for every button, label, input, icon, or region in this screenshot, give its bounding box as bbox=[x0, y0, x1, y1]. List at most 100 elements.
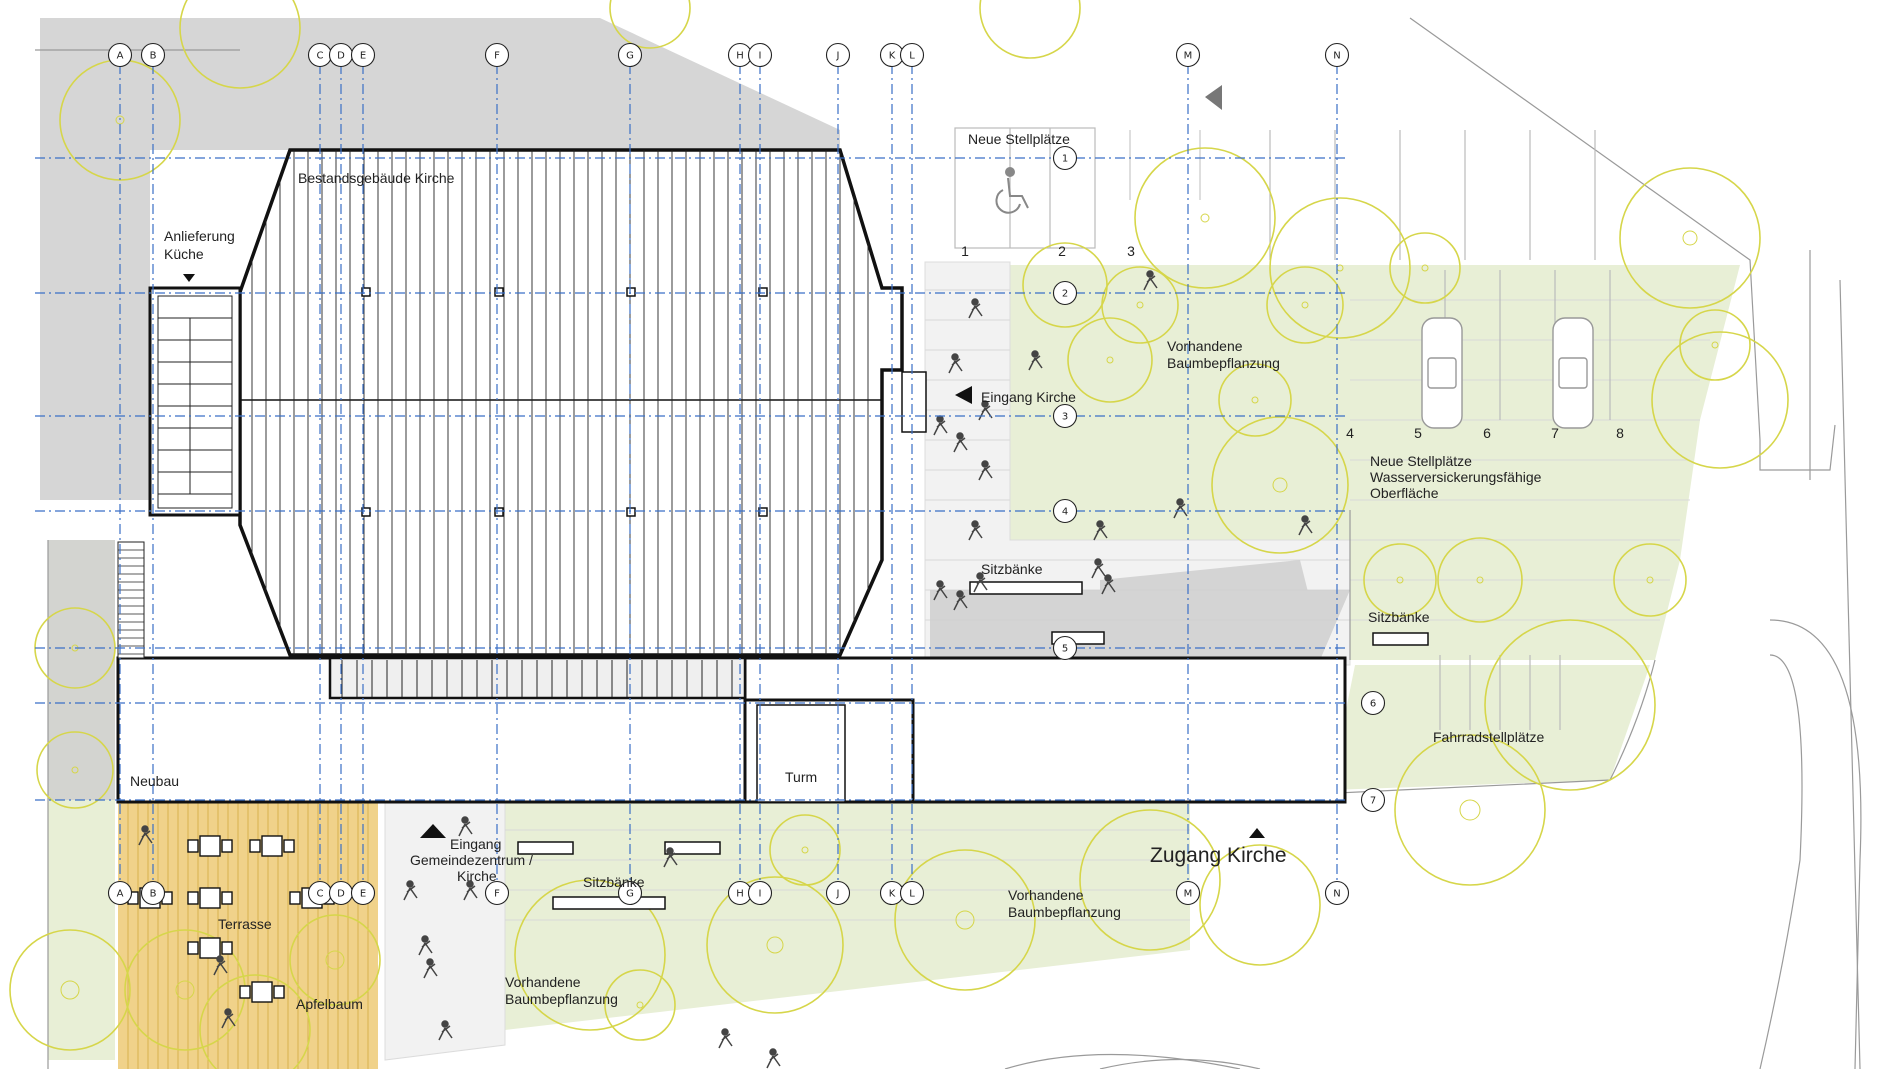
parking-number: 1 bbox=[961, 243, 969, 259]
tree bbox=[1363, 543, 1437, 617]
grid-bubble bbox=[140, 42, 166, 68]
pedestrian-icon bbox=[953, 590, 968, 611]
pedestrian-icon bbox=[953, 432, 968, 453]
label-neubau: Neubau bbox=[130, 773, 180, 789]
grid-bubble bbox=[617, 42, 643, 68]
pedestrian-icon bbox=[973, 572, 988, 593]
pedestrian-icon bbox=[458, 816, 473, 837]
tree bbox=[706, 876, 844, 1014]
accessible-parking-icon bbox=[995, 167, 1029, 214]
label-baumbepflanzung-2: Baumbepflanzung bbox=[1008, 904, 1121, 920]
table-chairs-icon bbox=[187, 937, 233, 959]
tree bbox=[289, 914, 381, 1006]
road-south-2 bbox=[1099, 1058, 1261, 1069]
paving-hatch bbox=[505, 289, 1720, 921]
neubau-east bbox=[743, 656, 1347, 804]
grid-bubble-label: K bbox=[889, 889, 896, 900]
arrow-left-icon bbox=[1205, 85, 1222, 110]
tree bbox=[1394, 734, 1546, 886]
pedestrian-icon bbox=[766, 1048, 781, 1069]
grid-bubble bbox=[1052, 635, 1078, 661]
grid-bubble-label: L bbox=[909, 889, 915, 900]
pedestrian-icon bbox=[948, 353, 963, 374]
grid-bubble-label: N bbox=[1333, 51, 1340, 62]
label-bestandsgebaeude: Bestandsgebäude Kirche bbox=[298, 170, 455, 186]
shadow-center bbox=[1100, 560, 1320, 640]
tree bbox=[1613, 543, 1687, 617]
boundary-east bbox=[1809, 250, 1861, 1069]
tree bbox=[179, 0, 301, 89]
grass-east-strip bbox=[1330, 665, 1650, 790]
bench bbox=[1372, 632, 1429, 646]
grid-bubble-label: M bbox=[1184, 51, 1193, 62]
grid-bubble bbox=[1052, 498, 1078, 524]
table-chairs-icon bbox=[187, 835, 233, 857]
trees bbox=[9, 0, 1789, 1069]
grid-bubble-label: D bbox=[337, 51, 345, 62]
grid-bubble bbox=[350, 880, 376, 906]
grid-bubble-label: I bbox=[759, 889, 762, 900]
grid-bubble bbox=[617, 880, 643, 906]
grid-bubble bbox=[899, 42, 925, 68]
grid-bubble bbox=[107, 42, 133, 68]
car-icon bbox=[1552, 317, 1594, 429]
label-neue-stellplaetze-2b: Wasserversickerungsfähige bbox=[1370, 469, 1542, 485]
grid-bubble-label: C bbox=[317, 889, 324, 900]
grid-bubble-label: M bbox=[1184, 889, 1193, 900]
pedestrian-icon bbox=[1091, 558, 1106, 579]
grid-bubble bbox=[1175, 880, 1201, 906]
kitchen-stairs bbox=[157, 295, 233, 509]
grid-bubble-label: L bbox=[909, 51, 915, 62]
tree bbox=[36, 731, 114, 809]
grid-bubble-label: 6 bbox=[1370, 699, 1376, 710]
label-sitzbaenke-2: Sitzbänke bbox=[1368, 609, 1430, 625]
west-stair bbox=[117, 541, 145, 659]
road-curve-1 bbox=[1759, 654, 1803, 1069]
label-baumbepflanzung-3: Baumbepflanzung bbox=[505, 991, 618, 1007]
shadow-north-church bbox=[230, 18, 840, 150]
grid-bubble bbox=[1052, 280, 1078, 306]
benches bbox=[517, 581, 1429, 910]
pedestrian-icon bbox=[1093, 520, 1108, 541]
church-outline bbox=[238, 148, 904, 657]
pedestrian-icon bbox=[213, 955, 228, 976]
label-eingang-gz-1: Eingang bbox=[450, 836, 502, 852]
pedestrian-icon bbox=[221, 1008, 236, 1029]
pedestrian-icon bbox=[968, 298, 983, 319]
tree bbox=[1484, 619, 1656, 791]
grid-bubble-label: D bbox=[337, 889, 345, 900]
tree bbox=[1134, 147, 1276, 289]
bench bbox=[517, 841, 574, 855]
bench bbox=[969, 581, 1083, 595]
shadow-west-low bbox=[48, 540, 115, 800]
label-neue-stellplaetze-2c: Oberfläche bbox=[1370, 485, 1439, 501]
pedestrian-icon bbox=[933, 580, 948, 601]
pedestrian-icon bbox=[403, 880, 418, 901]
tree bbox=[604, 969, 676, 1041]
tree bbox=[1437, 537, 1523, 623]
parking-number: 4 bbox=[1346, 425, 1354, 441]
church-columns bbox=[361, 287, 768, 517]
grid-bubble-label: B bbox=[150, 889, 157, 900]
pedestrian-icon bbox=[1173, 498, 1188, 519]
pedestrian-icon bbox=[1028, 350, 1043, 371]
axis-grid bbox=[35, 64, 1345, 880]
grid-bubble-label: 7 bbox=[1370, 796, 1376, 807]
grid-bubble bbox=[825, 42, 851, 68]
grid-bubble bbox=[484, 880, 510, 906]
tree bbox=[1218, 363, 1292, 437]
arrow-up-icon bbox=[1249, 828, 1265, 838]
tree bbox=[609, 0, 691, 49]
label-vorhandene-1: Vorhandene bbox=[1167, 338, 1243, 354]
label-vorhandene-3: Vorhandene bbox=[505, 974, 581, 990]
shadow-nw bbox=[40, 18, 300, 500]
road-curve-2 bbox=[1769, 619, 1862, 1069]
tree bbox=[1269, 197, 1411, 339]
parking-number: 5 bbox=[1414, 425, 1422, 441]
parking-number: 6 bbox=[1483, 425, 1491, 441]
parking-number: 8 bbox=[1616, 425, 1624, 441]
label-kueche: Küche bbox=[164, 246, 204, 262]
arrow-left-icon bbox=[955, 386, 972, 404]
label-eingang-kirche: Eingang Kirche bbox=[981, 389, 1076, 405]
